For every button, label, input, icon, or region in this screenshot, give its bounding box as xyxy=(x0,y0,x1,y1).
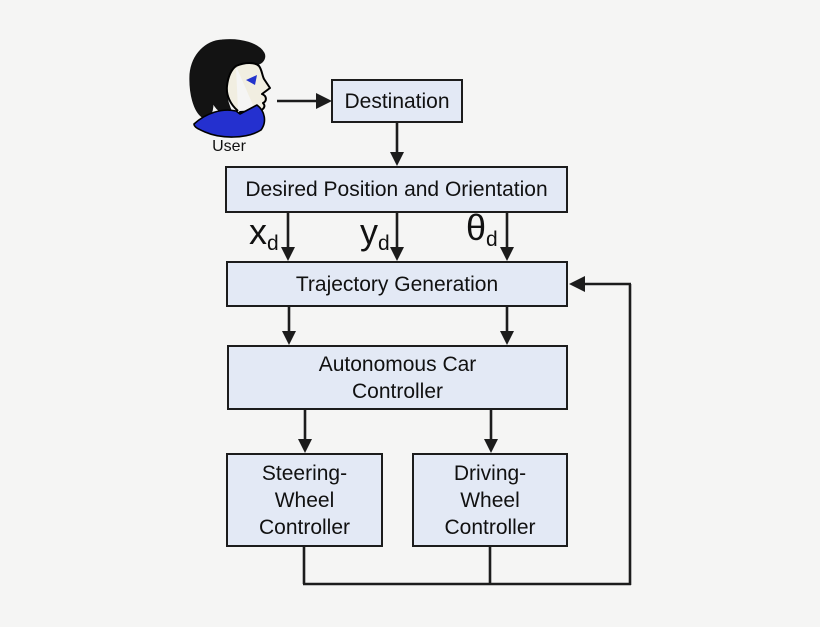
signal-label-yd: yd xyxy=(360,211,390,255)
box-driving-label-line3: Controller xyxy=(444,515,536,539)
box-destination-label: Destination xyxy=(344,89,450,113)
box-steering-label-line3: Controller xyxy=(258,515,351,539)
box-steering-label-line2: Wheel xyxy=(274,488,335,512)
arrowhead-trajectory-to-controller-left xyxy=(282,331,296,345)
signal-yd-sub: d xyxy=(378,232,390,255)
arrowhead-destination-to-desired xyxy=(390,152,404,166)
arrowhead-thetad xyxy=(500,247,514,261)
arrowhead-trajectory-to-controller-right xyxy=(500,331,514,345)
signal-xd-sub: d xyxy=(267,232,279,255)
box-autonomous-label-line1: Autonomous Car xyxy=(318,352,477,376)
box-steering-label-line1: Steering- xyxy=(261,461,348,485)
box-driving-label-line1: Driving- xyxy=(453,461,527,485)
box-trajectory-generation: Trajectory Generation xyxy=(226,261,568,307)
arrowhead-feedback-into-trajectory xyxy=(569,276,585,292)
box-destination: Destination xyxy=(331,79,463,123)
user-label: User xyxy=(212,138,246,155)
box-driving-label-line2: Wheel xyxy=(460,488,520,512)
box-desired-label: Desired Position and Orientation xyxy=(245,178,548,201)
signal-thetad-sub: d xyxy=(486,228,498,251)
arrowhead-yd xyxy=(390,247,404,261)
signal-label-thetad: θd xyxy=(466,207,498,251)
arrowhead-controller-to-driving xyxy=(484,439,498,453)
collar-shape xyxy=(193,104,266,138)
signal-label-xd: xd xyxy=(249,211,279,255)
user-head-icon xyxy=(189,39,271,138)
hair-shape xyxy=(189,39,266,119)
box-desired-position-orientation: Desired Position and Orientation xyxy=(225,166,568,213)
arrowhead-user-to-destination xyxy=(316,93,332,109)
signal-xd-base: x xyxy=(249,211,267,252)
box-driving-wheel-controller: Driving- Wheel Controller xyxy=(412,453,568,547)
arrowhead-controller-to-steering xyxy=(298,439,312,453)
box-autonomous-car-controller: Autonomous Car Controller xyxy=(227,345,568,410)
signal-yd-base: y xyxy=(360,211,378,252)
box-autonomous-label-line2: Controller xyxy=(351,379,444,403)
face-shape xyxy=(225,62,271,123)
arrowhead-xd xyxy=(281,247,295,261)
signal-thetad-base: θ xyxy=(466,207,487,248)
box-steering-wheel-controller: Steering- Wheel Controller xyxy=(226,453,383,547)
box-trajectory-label: Trajectory Generation xyxy=(295,272,499,296)
eye-icon xyxy=(246,75,257,85)
